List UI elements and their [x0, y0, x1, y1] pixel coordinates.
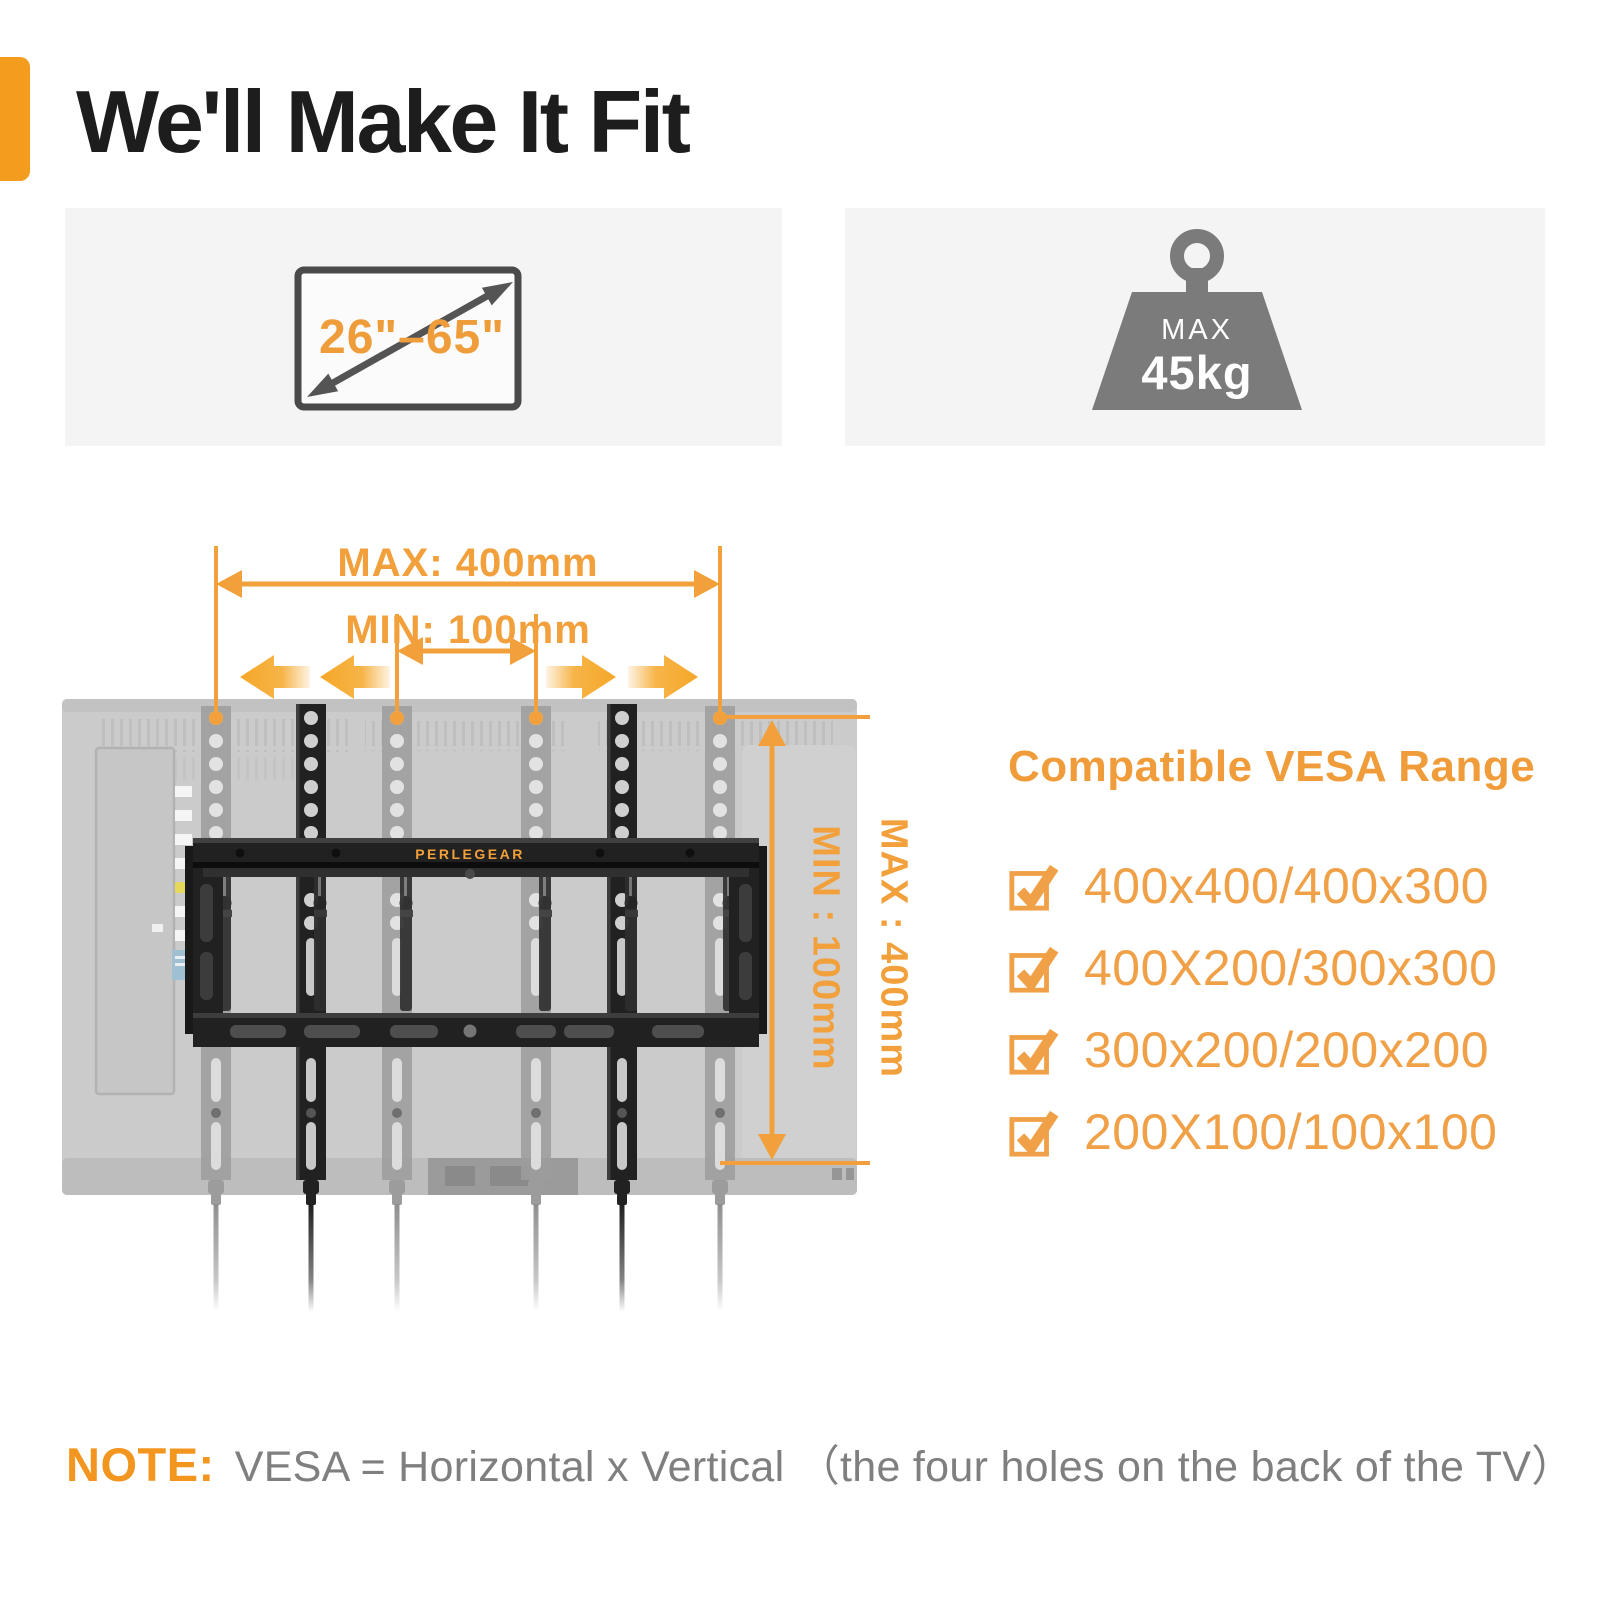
vesa-size-label: 400X200/300x300 [1084, 939, 1498, 996]
tv-left-panel [94, 746, 176, 1096]
screen-size-range: 26"–65" [319, 311, 505, 364]
vesa-range-list: 400x400/400x300 400X200/300x300 300x200/… [1008, 845, 1568, 1173]
vesa-size-label: 400x400/400x300 [1084, 857, 1490, 914]
vertical-max-label: MAX : 400mm [873, 818, 915, 1078]
weight-value-label: 45kg [1141, 346, 1252, 399]
vesa-size-label: 200X100/100x100 [1084, 1103, 1498, 1160]
slide-left-arrows [240, 655, 390, 699]
note-label: NOTE: [66, 1438, 215, 1491]
vesa-list-item: 300x200/200x200 [1008, 1009, 1568, 1091]
checkbox-checked-icon [1009, 946, 1059, 993]
diagonal-arrow-icon [307, 282, 513, 397]
screen-size-icon: 26"–65" [294, 266, 522, 411]
checkbox-checked-icon [1009, 864, 1059, 911]
wall-plate: PERLEGEAR [185, 838, 767, 1047]
vesa-range-heading: Compatible VESA Range [1008, 742, 1536, 791]
vertical-min-label: MIN : 100mm [805, 825, 847, 1070]
vesa-list-item: 200X100/100x100 [1008, 1091, 1568, 1173]
weight-max-label: MAX [1161, 314, 1233, 346]
dimension-annotations: MAX: 400mm MIN: 100mm [209, 541, 915, 1165]
horizontal-min-label: MIN: 100mm [345, 608, 591, 652]
vesa-list-item: 400x400/400x300 [1008, 845, 1568, 927]
weight-body-icon [1092, 292, 1302, 410]
vesa-list-item: 400X200/300x300 [1008, 927, 1568, 1009]
checkbox-checked-icon [1009, 1028, 1059, 1075]
note: NOTE: VESA = Horizontal x Vertical （the … [66, 1432, 1574, 1494]
title-accent-bar [0, 57, 30, 181]
weight-capacity-card: MAX 45kg [845, 208, 1545, 446]
slide-right-arrows [546, 655, 698, 699]
weight-icon: MAX 45kg [1092, 229, 1302, 410]
checkbox-checked-icon [1009, 1110, 1059, 1157]
brand-logo: PERLEGEAR [415, 846, 525, 862]
screen-size-card: 26"–65" [65, 208, 782, 446]
vesa-range-section: Compatible VESA Range 400x400/400x300 40… [1008, 742, 1568, 1173]
horizontal-max-label: MAX: 400mm [337, 541, 598, 585]
page-title: We'll Make It Fit [76, 72, 691, 171]
note-text: VESA = Horizontal x Vertical （the four h… [234, 1443, 1575, 1491]
weight-ring-icon [1170, 229, 1224, 283]
vesa-size-label: 300x200/200x200 [1084, 1021, 1490, 1078]
